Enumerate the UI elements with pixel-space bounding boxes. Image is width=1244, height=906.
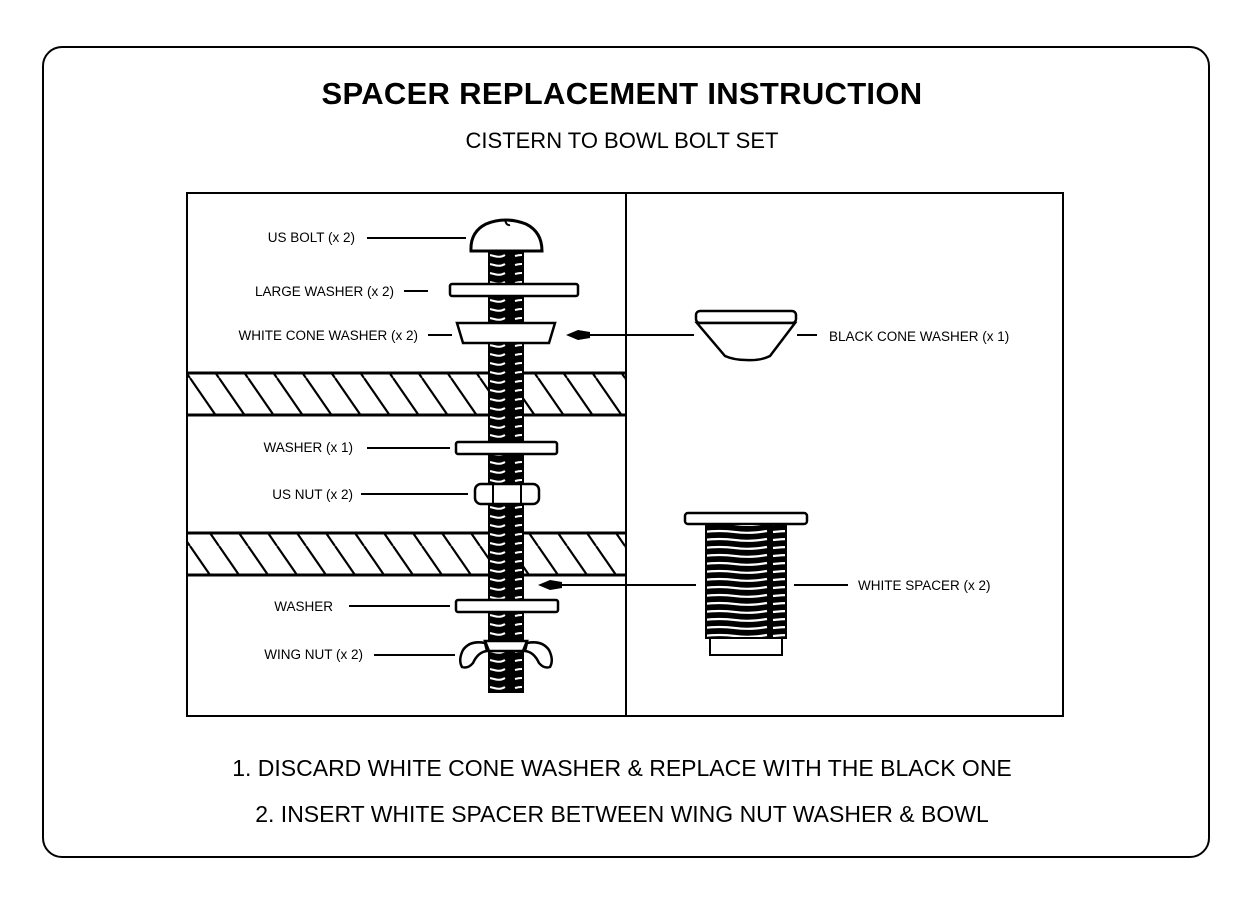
instruction-step-1: 1. DISCARD WHITE CONE WASHER & REPLACE W… (232, 755, 1012, 781)
page-subtitle: CISTERN TO BOWL BOLT SET (465, 128, 779, 153)
washer-x1-icon (454, 440, 559, 456)
replace-arrow-icon (566, 330, 694, 340)
label-us-bolt: US BOLT (x 2) (268, 230, 355, 245)
label-large-washer: LARGE WASHER (x 2) (255, 284, 394, 299)
cistern-layer (187, 371, 626, 417)
label-us-nut: US NUT (x 2) (272, 487, 353, 502)
large-washer-icon (448, 282, 580, 298)
white-spacer-icon (683, 511, 809, 656)
white-cone-washer-icon (455, 321, 557, 345)
washer-icon (454, 598, 560, 614)
insert-arrow-icon (538, 580, 696, 590)
bowl-layer (187, 531, 626, 577)
black-cone-washer-icon (694, 309, 798, 362)
page-title: SPACER REPLACEMENT INSTRUCTION (321, 76, 923, 111)
bolt-shaft (488, 249, 524, 693)
label-washer-x1: WASHER (x 1) (263, 440, 353, 455)
instruction-card-border (42, 46, 1210, 858)
us-bolt-head-icon (469, 218, 544, 253)
label-washer: WASHER (274, 599, 333, 614)
label-black-cone-washer: BLACK CONE WASHER (x 1) (829, 329, 1009, 344)
instruction-step-2: 2. INSERT WHITE SPACER BETWEEN WING NUT … (255, 801, 989, 827)
us-nut-icon (473, 482, 541, 506)
label-white-spacer: WHITE SPACER (x 2) (858, 578, 991, 593)
label-white-cone-washer: WHITE CONE WASHER (x 2) (238, 328, 418, 343)
wing-nut-icon (459, 639, 553, 669)
label-wing-nut: WING NUT (x 2) (264, 647, 363, 662)
